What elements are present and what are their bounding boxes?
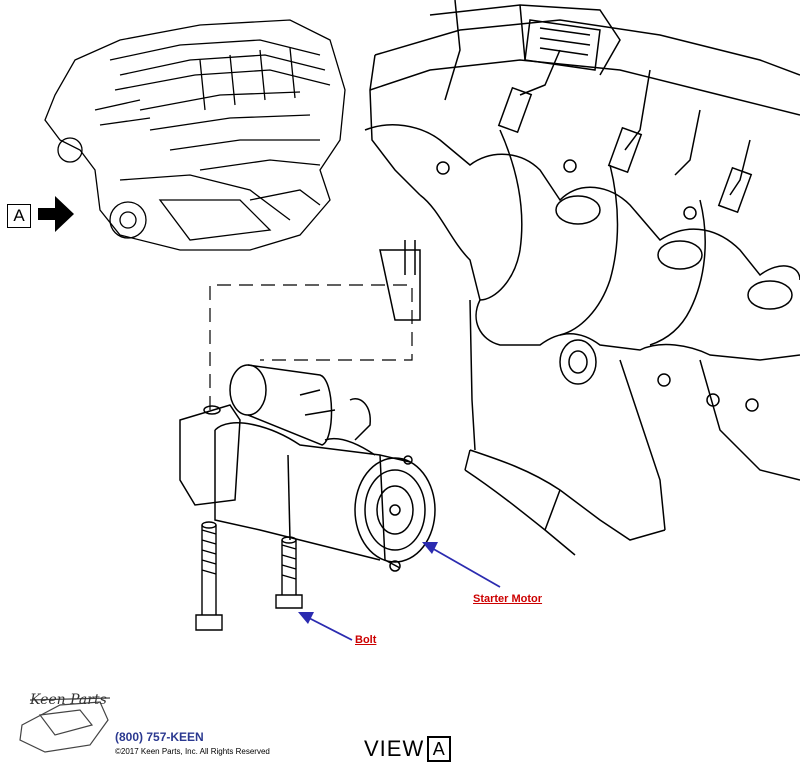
- view-a-arrow: [38, 196, 74, 232]
- engine-callout-box: A: [7, 204, 31, 228]
- bolt-illustrations: [195, 521, 303, 631]
- view-label: VIEW A: [364, 736, 452, 762]
- view-letter-box: A: [427, 736, 452, 762]
- alignment-dash-line: [209, 284, 413, 410]
- leader-arrows: [298, 542, 501, 641]
- starter-motor-link[interactable]: Starter Motor: [473, 593, 543, 605]
- keen-parts-logo: [19, 697, 111, 753]
- phone-number: (800) 757-KEEN: [115, 730, 204, 744]
- copyright-notice: ©2017 Keen Parts, Inc. All Rights Reserv…: [115, 747, 270, 756]
- brand-wordmark: Keen Parts: [30, 692, 107, 708]
- bolt-link[interactable]: Bolt: [355, 634, 377, 646]
- view-text: VIEW: [364, 736, 425, 761]
- engine-block-illustration: [364, 0, 800, 556]
- engine-overview-illustration: [44, 19, 346, 251]
- starter-motor-illustration: [179, 364, 436, 572]
